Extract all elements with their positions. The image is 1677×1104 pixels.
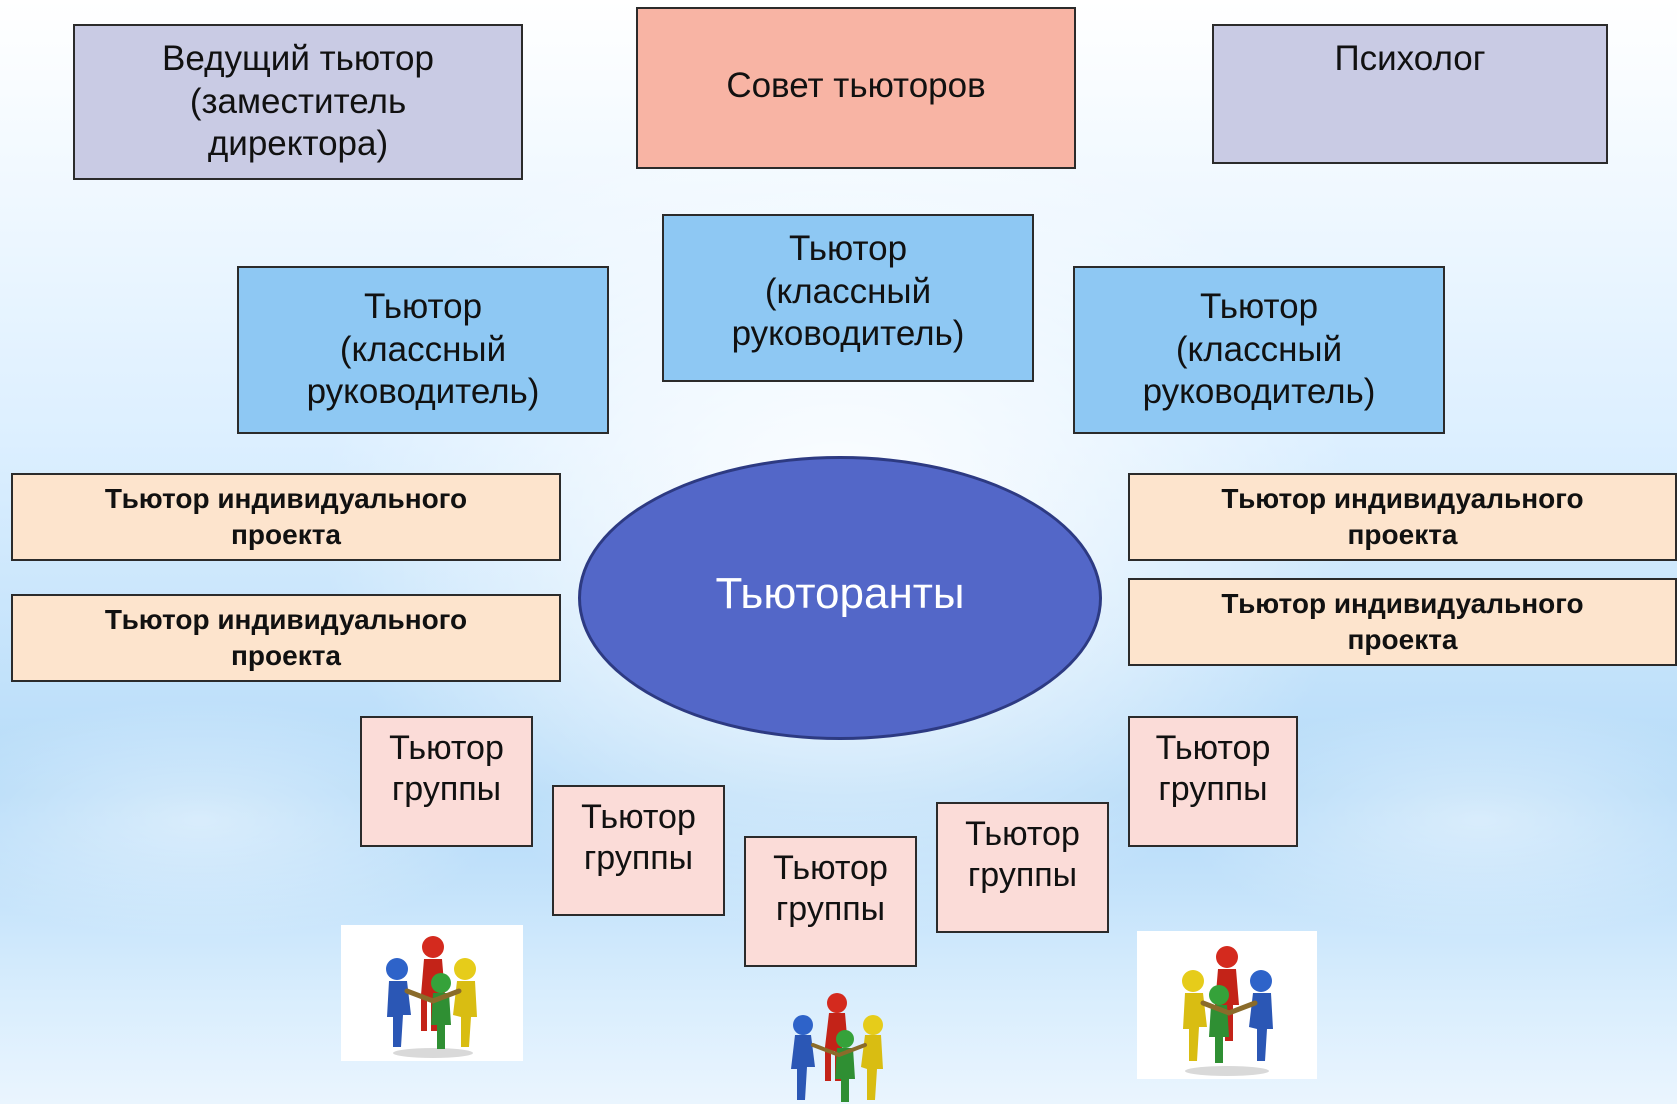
psychologist-box: Психолог (1212, 24, 1608, 164)
group-tutor-5-label: Тьютор группы (1155, 729, 1271, 809)
lead-tutor-label: Ведущий тьютор (заместитель директора) (162, 38, 434, 164)
lead-tutor-box: Ведущий тьютор (заместитель директора) (73, 24, 523, 180)
tutees-label: Тьюторанты (715, 569, 965, 618)
group-tutor-5-box: Тьютор группы (1128, 716, 1298, 847)
tutor-council-label: Совет тьюторов (726, 65, 986, 105)
project-tutor-right-2-label: Тьютор индивидуального проекта (1221, 587, 1584, 655)
tutees-ellipse: Тьюторанты (578, 456, 1102, 740)
group-tutor-4-box: Тьютор группы (936, 802, 1109, 933)
project-tutor-left-2-box: Тьютор индивидуального проекта (11, 594, 561, 682)
people-circle-left-icon (341, 925, 523, 1061)
project-tutor-left-2-label: Тьютор индивидуального проекта (104, 603, 468, 671)
class-tutor-center-box: Тьютор (классный руководитель) (662, 214, 1034, 382)
group-tutor-3-label: Тьютор группы (773, 849, 888, 929)
class-tutor-center-label: Тьютор (классный руководитель) (731, 229, 965, 354)
class-tutor-left-box: Тьютор (классный руководитель) (237, 266, 609, 434)
people-circle-center-icon (775, 985, 905, 1104)
class-tutor-right-label: Тьютор (классный руководитель) (1142, 286, 1376, 412)
project-tutor-right-1-box: Тьютор индивидуального проекта (1128, 473, 1677, 561)
project-tutor-right-1-label: Тьютор индивидуального проекта (1221, 482, 1584, 550)
group-tutor-2-label: Тьютор группы (581, 798, 696, 878)
project-tutor-left-1-box: Тьютор индивидуального проекта (11, 473, 561, 561)
people-circle-right-icon (1137, 931, 1317, 1079)
psychologist-label: Психолог (1334, 39, 1486, 78)
group-tutor-2-box: Тьютор группы (552, 785, 725, 916)
class-tutor-right-box: Тьютор (классный руководитель) (1073, 266, 1445, 434)
project-tutor-left-1-label: Тьютор индивидуального проекта (104, 482, 468, 550)
class-tutor-left-label: Тьютор (классный руководитель) (306, 286, 540, 412)
project-tutor-right-2-box: Тьютор индивидуального проекта (1128, 578, 1677, 666)
group-tutor-3-box: Тьютор группы (744, 836, 917, 967)
group-tutor-1-box: Тьютор группы (360, 716, 533, 847)
tutor-council-box: Совет тьюторов (636, 7, 1076, 169)
group-tutor-1-label: Тьютор группы (389, 729, 504, 809)
group-tutor-4-label: Тьютор группы (965, 815, 1080, 895)
